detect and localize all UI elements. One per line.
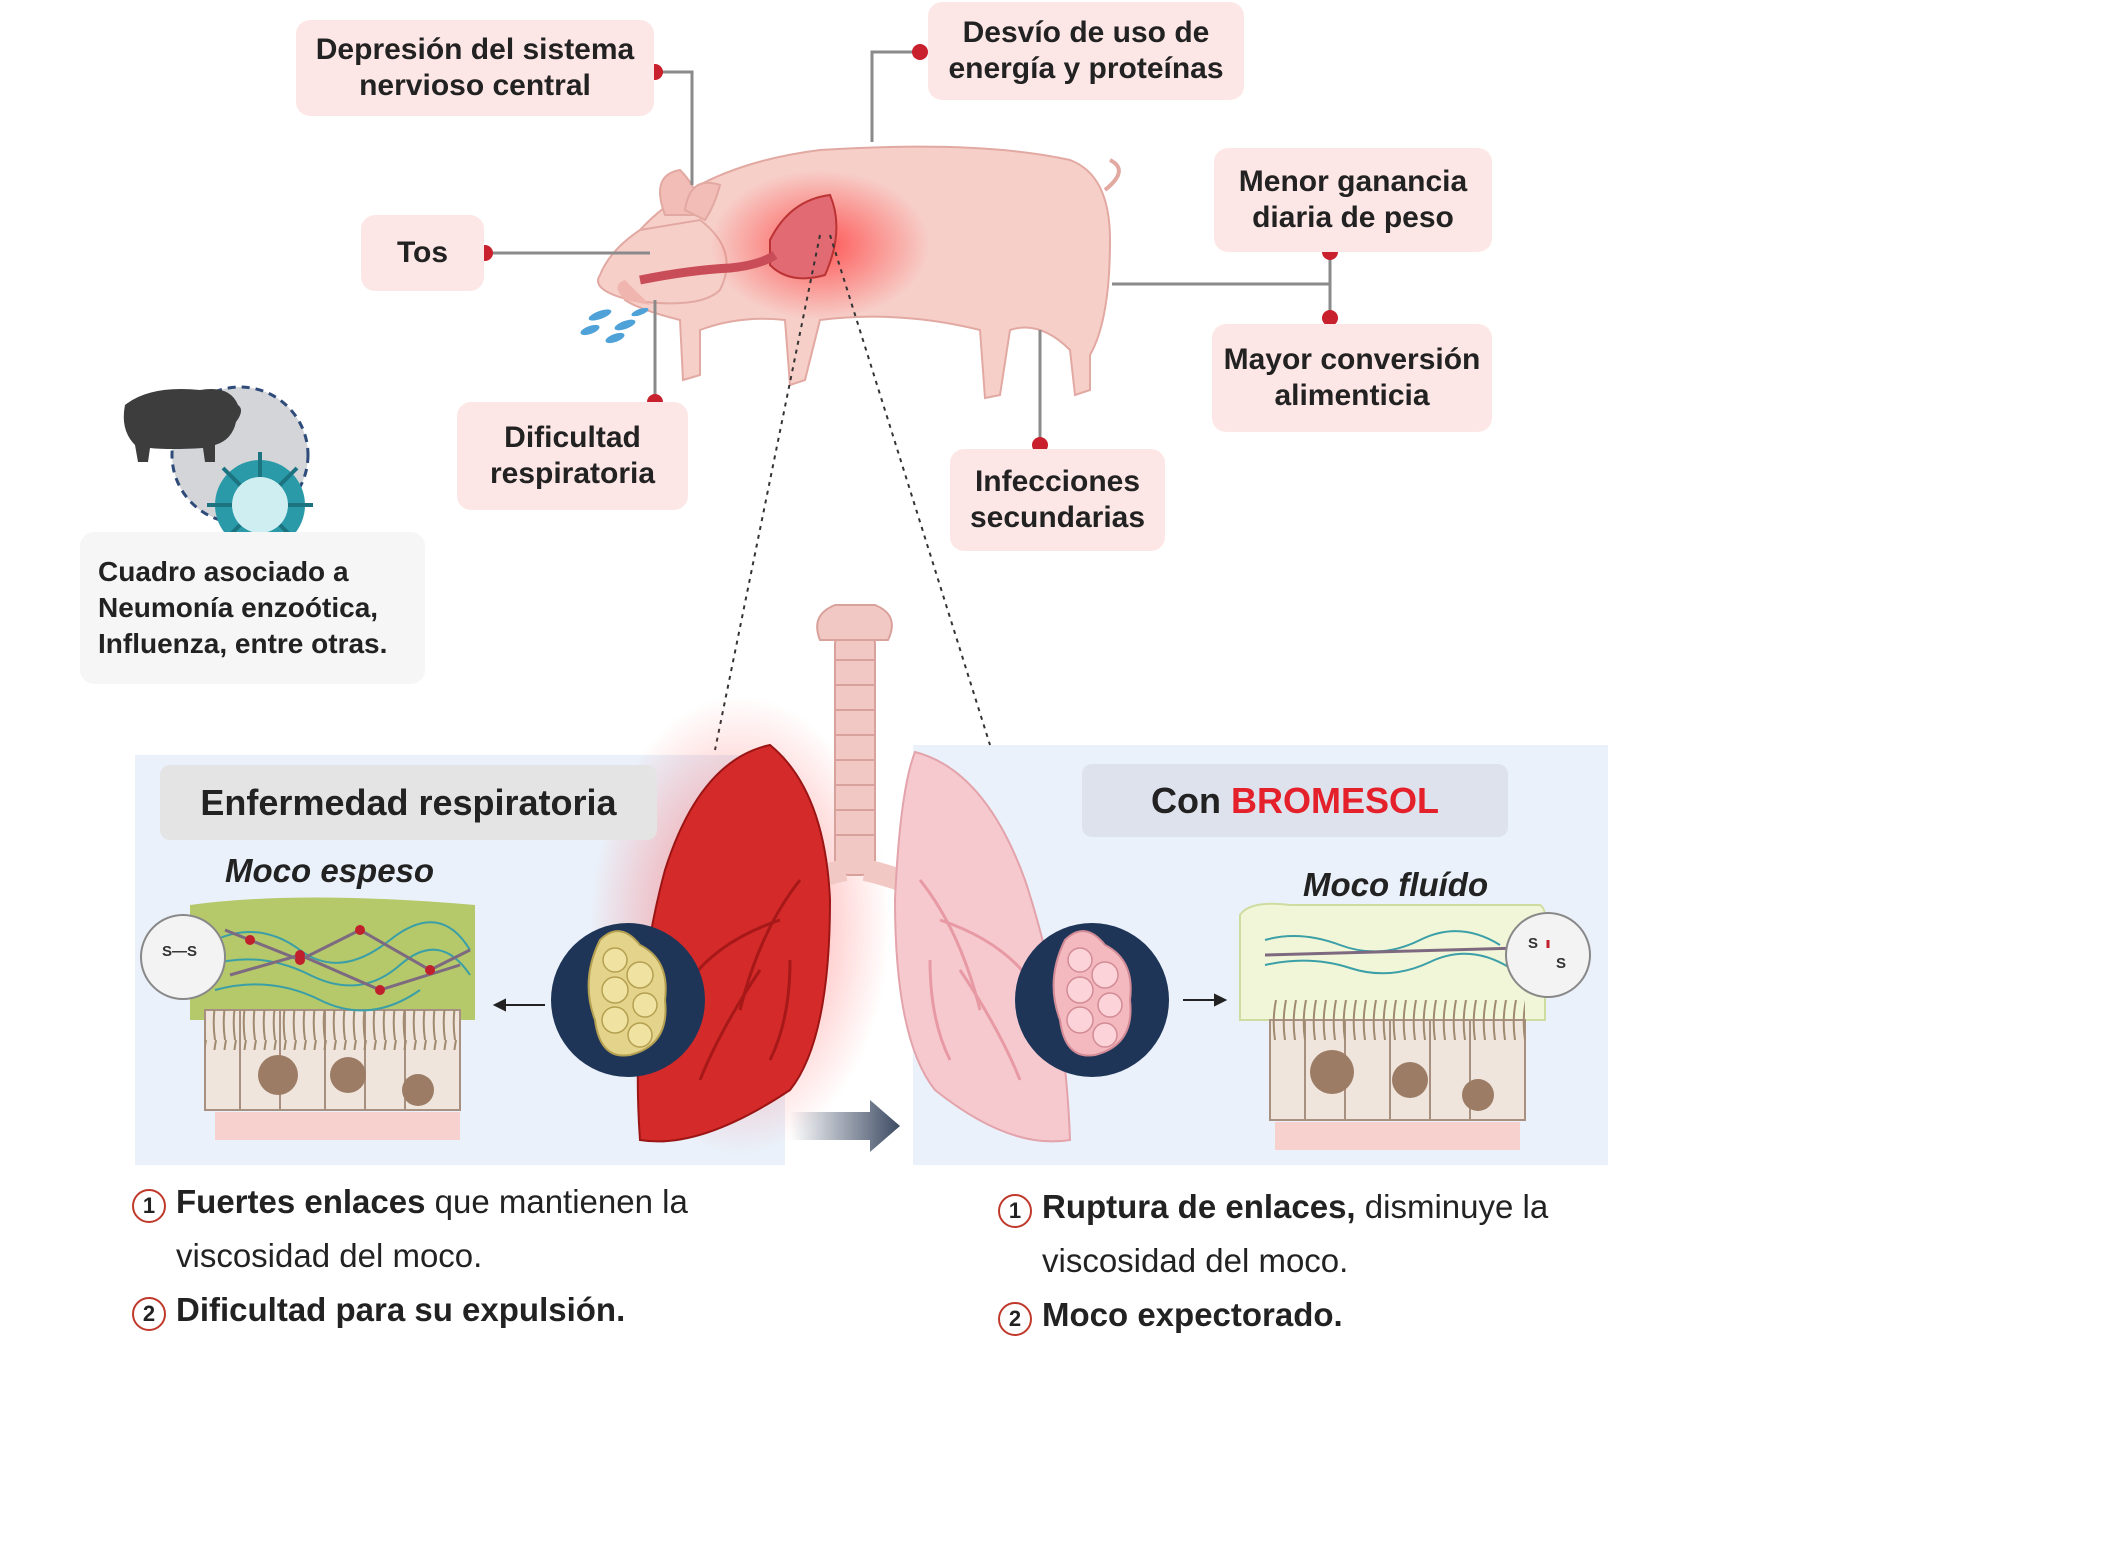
right-panel-title: Con BROMESOL: [1082, 764, 1508, 837]
number-marker: 1: [132, 1175, 176, 1283]
connectors: [485, 50, 1332, 445]
brand-name: BROMESOL: [1230, 779, 1439, 821]
list-text: Dificultad para su expulsión.: [176, 1291, 626, 1328]
associated-diseases-box: Cuadro asociado a Neumonía enzoótica, In…: [80, 532, 425, 684]
right-findings-list: 1 Ruptura de enlaces, disminuye la visco…: [998, 1180, 1698, 1342]
box-line: Cuadro asociado a: [98, 556, 349, 587]
list-text: Fuertes enlaces que mantienen la viscosi…: [176, 1183, 688, 1274]
label-line: nervioso central: [359, 69, 591, 102]
broken-bond-s2: S: [1556, 955, 1567, 972]
title-prefix: Con: [1151, 779, 1231, 821]
pig-illustration: [580, 145, 1121, 400]
fluid-mucus-label: Moco fluído: [1303, 866, 1489, 903]
number-marker: 1: [998, 1180, 1042, 1288]
broken-bond-s1: S: [1528, 935, 1539, 952]
label-line: secundarias: [969, 501, 1146, 534]
transition-arrow: [790, 1100, 900, 1152]
left-panel-title: Enfermedad respiratoria: [160, 765, 657, 840]
alveoli-healthy: [1015, 923, 1169, 1077]
left-findings-list: 1 Fuertes enlaces que mantienen la visco…: [132, 1175, 832, 1337]
pig-virus-icon: [123, 385, 313, 558]
fluid-mucus-illustration: [1239, 902, 1591, 1150]
box-line: Influenza, entre otras.: [98, 628, 388, 659]
thick-mucus-label: Moco espeso: [225, 852, 435, 889]
list-item: 2 Dificultad para su expulsión.: [132, 1283, 832, 1337]
label-line: Dificultad: [504, 421, 641, 454]
list-text: Moco expectorado.: [1042, 1296, 1343, 1333]
box-line: Neumonía enzoótica,: [98, 592, 379, 623]
number-marker: 2: [998, 1288, 1042, 1342]
list-item: 1 Ruptura de enlaces, disminuye la visco…: [998, 1180, 1698, 1288]
label-line: energía y proteínas: [948, 52, 1224, 85]
label-line: alimenticia: [1274, 379, 1430, 412]
number-marker: 2: [132, 1283, 176, 1337]
label-line: Menor ganancia: [1238, 165, 1468, 198]
list-item: 2 Moco expectorado.: [998, 1288, 1698, 1342]
label-line: Infecciones: [974, 465, 1141, 498]
alveoli-sick: [551, 923, 705, 1077]
label-line: Mayor conversión: [1223, 343, 1481, 376]
label-cough: Tos: [361, 215, 484, 291]
label-line: respiratoria: [489, 457, 656, 490]
list-text: Ruptura de enlaces, disminuye la viscosi…: [1042, 1188, 1549, 1279]
label-line: diaria de peso: [1252, 201, 1454, 234]
label-line: Desvío de uso de: [962, 16, 1210, 49]
healthy-lung: [893, 750, 1072, 1143]
thick-mucus-illustration: [140, 897, 475, 1140]
label-line: Depresión del sistema: [315, 33, 635, 66]
disulfide-bond-label: S—S: [162, 943, 198, 960]
list-item: 1 Fuertes enlaces que mantienen la visco…: [132, 1175, 832, 1283]
